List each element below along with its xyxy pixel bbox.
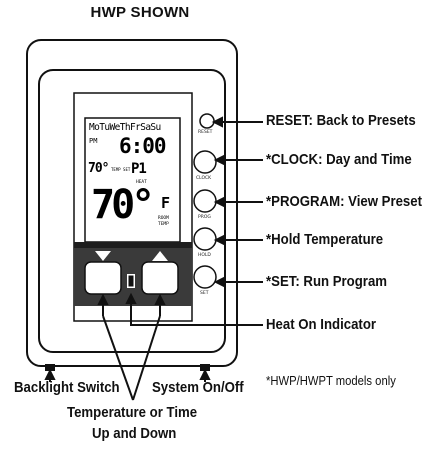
program-button [193,189,217,213]
clock-button-label: CLOCK [196,176,212,181]
system-switch-tab [200,364,210,371]
lcd-unit: F [161,194,171,212]
backlight-switch-label: Backlight Switch [14,379,120,396]
hold-button [193,227,217,251]
heat-callout: Heat On Indicator [266,316,377,333]
lcd-small-temp: 70° [88,161,110,176]
up-button [141,261,179,295]
temp-time-label-line2: Up and Down [92,425,177,442]
lcd-temp-set-label: TEMP SET [111,167,131,172]
down-arrow-icon [95,251,111,261]
lcd-heat-label: HEAT [136,180,147,185]
prog-button-label: PROG [198,215,211,220]
models-note: *HWP/HWPT models only [266,374,396,388]
lcd-pm: PM [89,137,98,145]
backlight-switch-tab [45,364,55,371]
program-callout: *PROGRAM: View Presets [266,193,422,210]
set-button [193,265,217,289]
down-button [84,261,122,295]
system-switch-label: System On/Off [152,379,244,396]
set-callout: *SET: Run Program [266,273,388,290]
reset-button-label: RESET [198,130,213,135]
hold-button-label: HOLD [198,253,211,258]
lcd-days: MoTuWeThFrSaSu [89,122,161,133]
clock-button [193,150,217,174]
temp-time-label-line1: Temperature or Time [67,404,198,421]
clock-callout: *CLOCK: Day and Time [266,151,412,168]
lcd-window [84,117,181,243]
lcd-big-temp: 70° [91,182,155,228]
reset-button [199,113,215,129]
set-button-label: SET [200,291,209,296]
diagram-title: HWP SHOWN [90,4,190,21]
lcd-room-label: ROOM [158,216,169,221]
lcd-temp-label: TEMP [158,222,169,227]
up-arrow-icon [152,251,168,261]
hold-callout: *Hold Temperature [266,231,384,248]
lcd-program: P1 [131,161,147,177]
reset-callout: RESET: Back to Presets [266,112,416,129]
lcd-time: 6:00 [119,134,167,158]
